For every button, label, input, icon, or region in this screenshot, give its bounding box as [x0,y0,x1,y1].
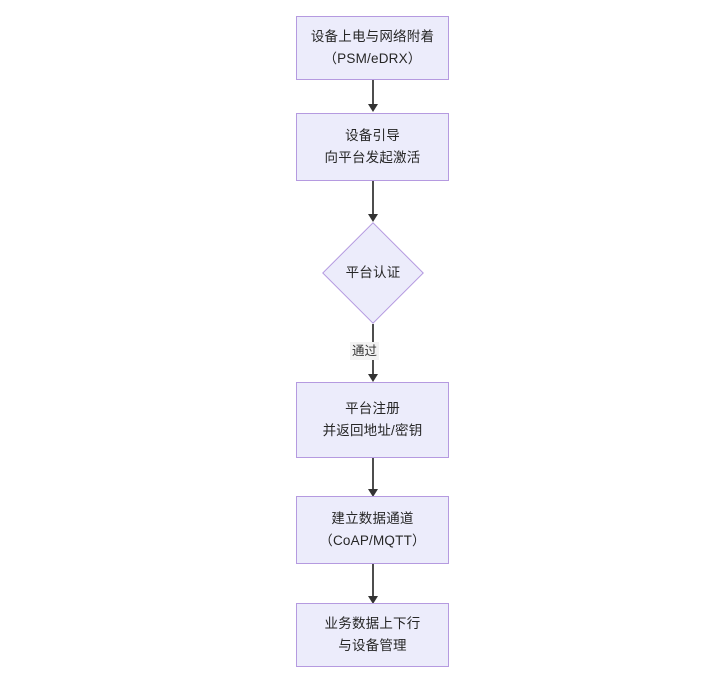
node-device-bootstrap[interactable]: 设备引导 向平台发起激活 [296,113,449,181]
node-business-data-and-device-management[interactable]: 业务数据上下行 与设备管理 [296,603,449,667]
arrowhead-n4-n5 [368,489,378,497]
connector-n5-n6 [372,564,374,597]
connector-n1-n2 [372,80,374,105]
node-line: 建立数据通道 [331,511,414,527]
node-platform-authentication[interactable]: 平台认证 [322,222,424,324]
connector-n4-n5 [372,458,374,490]
arrowhead-n3-n4 [368,374,378,382]
node-line: 向平台发起激活 [324,150,421,165]
node-line: 与设备管理 [338,638,407,653]
node-line: （PSM/eDRX） [323,51,422,66]
node-line: （CoAP/MQTT） [319,533,426,548]
node-device-power-on[interactable]: 设备上电与网络附着 （PSM/eDRX） [296,16,449,80]
node-line: 设备引导 [345,128,400,144]
node-line: 并返回地址/密钥 [322,423,423,438]
node-line: 业务数据上下行 [324,616,421,632]
node-line: 设备上电与网络附着 [310,29,435,45]
arrowhead-n1-n2 [368,104,378,112]
node-platform-registration[interactable]: 平台注册 并返回地址/密钥 [296,382,449,458]
node-data-channel[interactable]: 建立数据通道 （CoAP/MQTT） [296,496,449,564]
connector-n2-n3 [372,181,374,215]
arrowhead-n2-n3 [368,214,378,222]
node-line: 平台认证 [345,265,401,281]
node-line: 平台注册 [345,401,400,417]
edge-label-pass: 通过 [350,342,380,361]
arrowhead-n5-n6 [368,596,378,604]
